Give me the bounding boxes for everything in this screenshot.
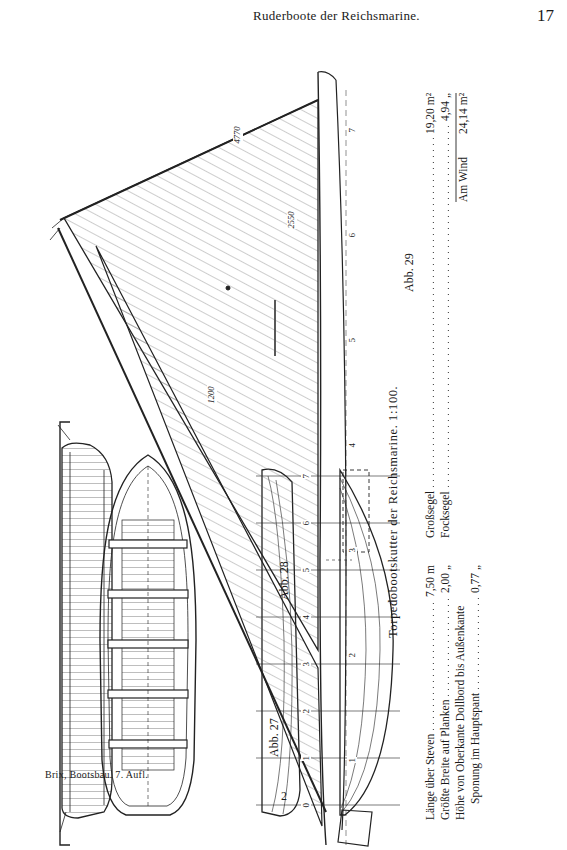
station-number: 6 — [301, 520, 311, 527]
running-head: Ruderboote der Reichsmarine. — [253, 9, 420, 24]
leader-dots — [478, 597, 479, 689]
book-reference: Brix, Bootsbau. 7. Aufl. — [45, 769, 148, 781]
abb27-plan — [100, 455, 196, 815]
sheet-number: 2 — [281, 790, 287, 804]
sum-rule — [456, 93, 457, 202]
station-number: 2 — [301, 708, 311, 715]
figure-number: Abb. 27 — [268, 718, 282, 757]
table-label: Focksegel — [439, 491, 452, 538]
dimension: 4770 — [233, 126, 243, 145]
station-number: 7 — [347, 127, 357, 134]
table-value: 2,00 „ — [439, 565, 452, 593]
table-label: Großsegel — [424, 491, 437, 538]
table-value: 24,14 m² — [457, 93, 470, 134]
table-value: 4,94 „ — [439, 93, 452, 121]
dimension: 2550 — [287, 211, 297, 230]
station-number: 7 — [301, 473, 311, 480]
table-label: Am Wind — [457, 157, 470, 202]
station-number: 4 — [301, 614, 311, 621]
leader-dots — [433, 601, 434, 730]
table-label: Größte Breite auf Planken — [439, 700, 452, 820]
table-label: Höhe von Oberkante Dollbord bis Außenkan… — [454, 606, 467, 820]
station-number: 3 — [301, 661, 311, 668]
station-number: 5 — [301, 567, 311, 574]
station-number: 4 — [347, 442, 357, 449]
table-value: 7,50 m — [424, 565, 437, 597]
table-label: Sponung im Hauptspant — [469, 693, 482, 804]
leader-dots — [433, 138, 434, 487]
dimension: 1200 — [207, 386, 217, 405]
page-number: 17 — [537, 6, 554, 26]
station-number: 5 — [347, 337, 357, 344]
leader-dots — [448, 597, 449, 696]
table-label: Länge über Steven — [424, 734, 437, 820]
station-number: 2 — [347, 652, 357, 659]
station-number: 1 — [301, 755, 311, 762]
table-value: 19,20 m² — [424, 93, 437, 134]
table-value: 0,77 „ — [469, 565, 482, 593]
leader-dots — [448, 125, 449, 487]
station-number: 3 — [347, 547, 357, 554]
station-number: 1 — [347, 757, 357, 764]
abb29-sailplan — [50, 72, 372, 846]
figure-number: Abb. 28 — [278, 561, 292, 600]
station-number: 0 — [301, 802, 311, 809]
station-number: 6 — [347, 232, 357, 239]
figure-number: Abb. 29 — [403, 253, 417, 292]
figure-caption: Torpedobootskutter der Reichsmarine. 1:1… — [386, 386, 400, 638]
